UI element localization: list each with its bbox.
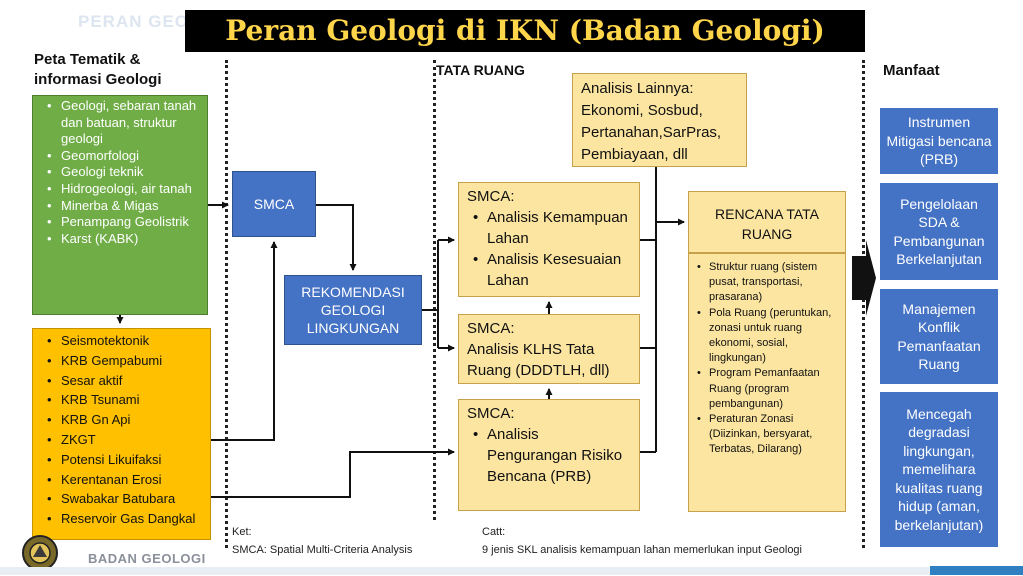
list-item: Minerba & Migas (47, 198, 203, 215)
smca-kemampuan-title: SMCA: (467, 188, 515, 205)
analisis-lainnya-box: Analisis Lainnya: Ekonomi, Sosbud, Perta… (572, 73, 747, 167)
smca-kemampuan-box: SMCA: Analisis Kemampuan LahanAnalisis K… (458, 182, 640, 297)
list-item: Karst (KABK) (47, 231, 203, 248)
list-item: KRB Gempabumi (47, 351, 206, 371)
list-item: Hidrogeologi, air tanah (47, 181, 203, 198)
list-item: Potensi Likuifaksi (47, 450, 206, 470)
geology-thematic-list: Geologi, sebaran tanah dan batuan, struk… (41, 98, 203, 247)
ket-label: Ket: (232, 526, 252, 538)
ket-note: Ket: SMCA: Spatial Multi-Criteria Analys… (232, 523, 412, 559)
footer-accent (930, 566, 1023, 575)
catt-note: Catt: 9 jenis SKL analisis kemampuan lah… (482, 523, 802, 559)
gear-logo-icon (22, 535, 58, 571)
ghost-title: PERAN GEO (78, 12, 190, 31)
smca-prb-title: SMCA: (467, 405, 515, 422)
list-item: Analisis Kesesuaian Lahan (473, 249, 631, 291)
left-heading-line2: informasi Geologi (34, 71, 162, 88)
list-item: Reservoir Gas Dangkal (47, 509, 206, 529)
logo-text: BADAN GEOLOGI (88, 551, 206, 566)
rencana-list-box: Struktur ruang (sistem pusat, transporta… (688, 253, 846, 512)
divider-left (225, 60, 228, 548)
list-item: KRB Gn Api (47, 410, 206, 430)
list-item: KRB Tsunami (47, 390, 206, 410)
ket-text: SMCA: Spatial Multi-Criteria Analysis (232, 544, 413, 556)
hazard-info-box: SeismotektonikKRB GempabumiSesar aktifKR… (32, 328, 211, 540)
list-item: Analisis Kemampuan Lahan (473, 207, 631, 249)
divider-right (862, 60, 865, 548)
arrow-orange-smca (211, 241, 278, 441)
slide-title: Peran Geologi di IKN (Badan Geologi) (185, 10, 865, 52)
left-heading: Peta Tematik & informasi Geologi (34, 50, 162, 90)
list-item: Analisis Pengurangan Risiko Bencana (PRB… (473, 424, 631, 487)
arrow-smca-rekomendasi (316, 204, 357, 271)
list-item: Sesar aktif (47, 371, 206, 391)
benefit-degradasi: Mencegah degradasi lingkungan, memelihar… (880, 392, 998, 547)
manfaat-heading: Manfaat (883, 62, 940, 79)
footer-stripe (0, 567, 1023, 575)
list-item: Kerentanan Erosi (47, 470, 206, 490)
smca-prb-box: SMCA: Analisis Pengurangan Risiko Bencan… (458, 399, 640, 511)
list-item: Struktur ruang (sistem pusat, transporta… (697, 260, 841, 306)
smca-klhs-box: SMCA: Analisis KLHS Tata Ruang (DDDTLH, … (458, 314, 640, 384)
left-heading-line1: Peta Tematik & (34, 51, 141, 68)
smca-kemampuan-list: Analisis Kemampuan LahanAnalisis Kesesua… (467, 207, 631, 291)
catt-label: Catt: (482, 526, 506, 538)
geology-thematic-box: Geologi, sebaran tanah dan batuan, struk… (32, 95, 208, 315)
rencana-title-box: RENCANA TATA RUANG (688, 191, 846, 253)
arrow-orange-prb (211, 448, 455, 498)
list-item: Geologi, sebaran tanah dan batuan, struk… (47, 98, 203, 148)
list-item: Peraturan Zonasi (Diizinkan, bersyarat, … (697, 412, 841, 458)
list-item: Program Pemanfaatan Ruang (program pemba… (697, 366, 841, 412)
list-item: Geologi teknik (47, 164, 203, 181)
benefit-sda: Pengelolaan SDA & Pembangunan Berkelanju… (880, 183, 998, 280)
rencana-list: Struktur ruang (sistem pusat, transporta… (695, 260, 841, 458)
list-item: ZKGT (47, 430, 206, 450)
rekomendasi-box: REKOMENDASI GEOLOGI LINGKUNGAN (284, 275, 422, 345)
list-item: Swabakar Batubara (47, 489, 206, 509)
smca-prb-list: Analisis Pengurangan Risiko Bencana (PRB… (467, 424, 631, 487)
badan-geologi-logo (20, 533, 64, 571)
hazard-info-list: SeismotektonikKRB GempabumiSesar aktifKR… (41, 331, 206, 529)
list-item: Geomorfologi (47, 148, 203, 165)
divider-mid (433, 60, 436, 520)
big-arrow-benefits (852, 240, 876, 316)
benefit-konflik: Manajemen Konflik Pemanfaatan Ruang (880, 289, 998, 384)
list-item: Seismotektonik (47, 331, 206, 351)
list-item: Penampang Geolistrik (47, 214, 203, 231)
smca-box: SMCA (232, 171, 316, 237)
smca-klhs-title: SMCA: (467, 320, 515, 337)
catt-text: 9 jenis SKL analisis kemampuan lahan mem… (482, 544, 802, 556)
list-item: Pola Ruang (peruntukan, zonasi untuk rua… (697, 306, 841, 367)
tata-ruang-heading: TATA RUANG (436, 62, 525, 78)
smca-klhs-body: Analisis KLHS Tata Ruang (DDDTLH, dll) (467, 341, 610, 379)
benefit-mitigasi: Instrumen Mitigasi bencana (PRB) (880, 108, 998, 174)
